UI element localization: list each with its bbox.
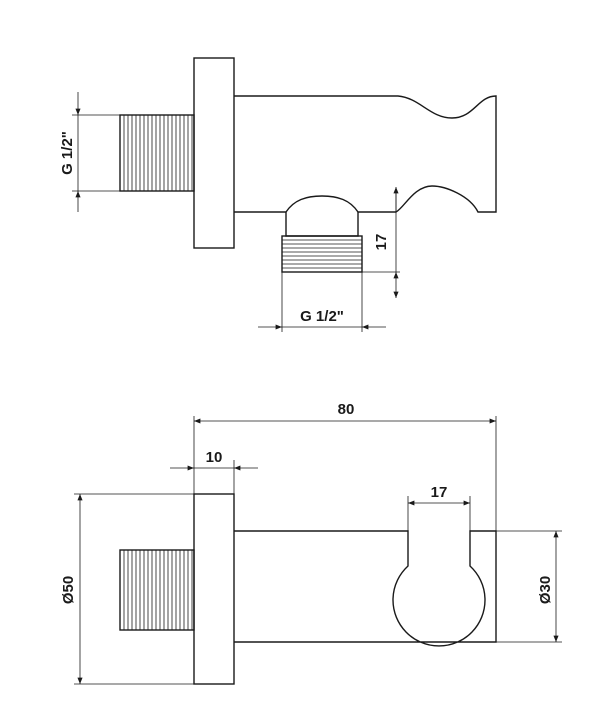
- dim-outlet-height-label: 17: [373, 234, 390, 251]
- top-outlet-dome: [285, 212, 359, 237]
- side-view: 80 10 17 Ø50 Ø30: [60, 401, 562, 685]
- dim-inlet-thread-label: G 1/2": [59, 131, 76, 175]
- dim-holder-opening: 17: [407, 484, 471, 531]
- dim-outlet-thread: G 1/2": [258, 272, 386, 332]
- dim-flange-thickness-label: 10: [206, 449, 223, 466]
- dim-body-diameter-label: Ø30: [537, 576, 554, 604]
- dim-overall-length-label: 80: [338, 401, 355, 418]
- top-flange: [193, 57, 235, 249]
- dim-inlet-thread: G 1/2": [59, 92, 120, 212]
- dim-flange-thickness: 10: [170, 449, 258, 494]
- dim-outlet-height: 17: [362, 187, 400, 298]
- side-flange: [193, 493, 235, 685]
- side-inlet-thread: [119, 549, 195, 631]
- side-body: [234, 530, 497, 647]
- dim-overall-length: 80: [193, 401, 497, 531]
- dim-holder-opening-label: 17: [431, 484, 448, 501]
- top-view: G 1/2" 17 G 1/2": [59, 57, 497, 332]
- top-inlet-thread: [119, 114, 195, 192]
- dim-flange-diameter-label: Ø50: [60, 576, 77, 604]
- dim-flange-diameter: Ø50: [60, 493, 194, 685]
- dim-body-diameter: Ø30: [496, 530, 562, 643]
- dim-outlet-thread-label: G 1/2": [300, 308, 344, 325]
- top-outlet-thread: [281, 235, 363, 273]
- top-body: [234, 95, 497, 213]
